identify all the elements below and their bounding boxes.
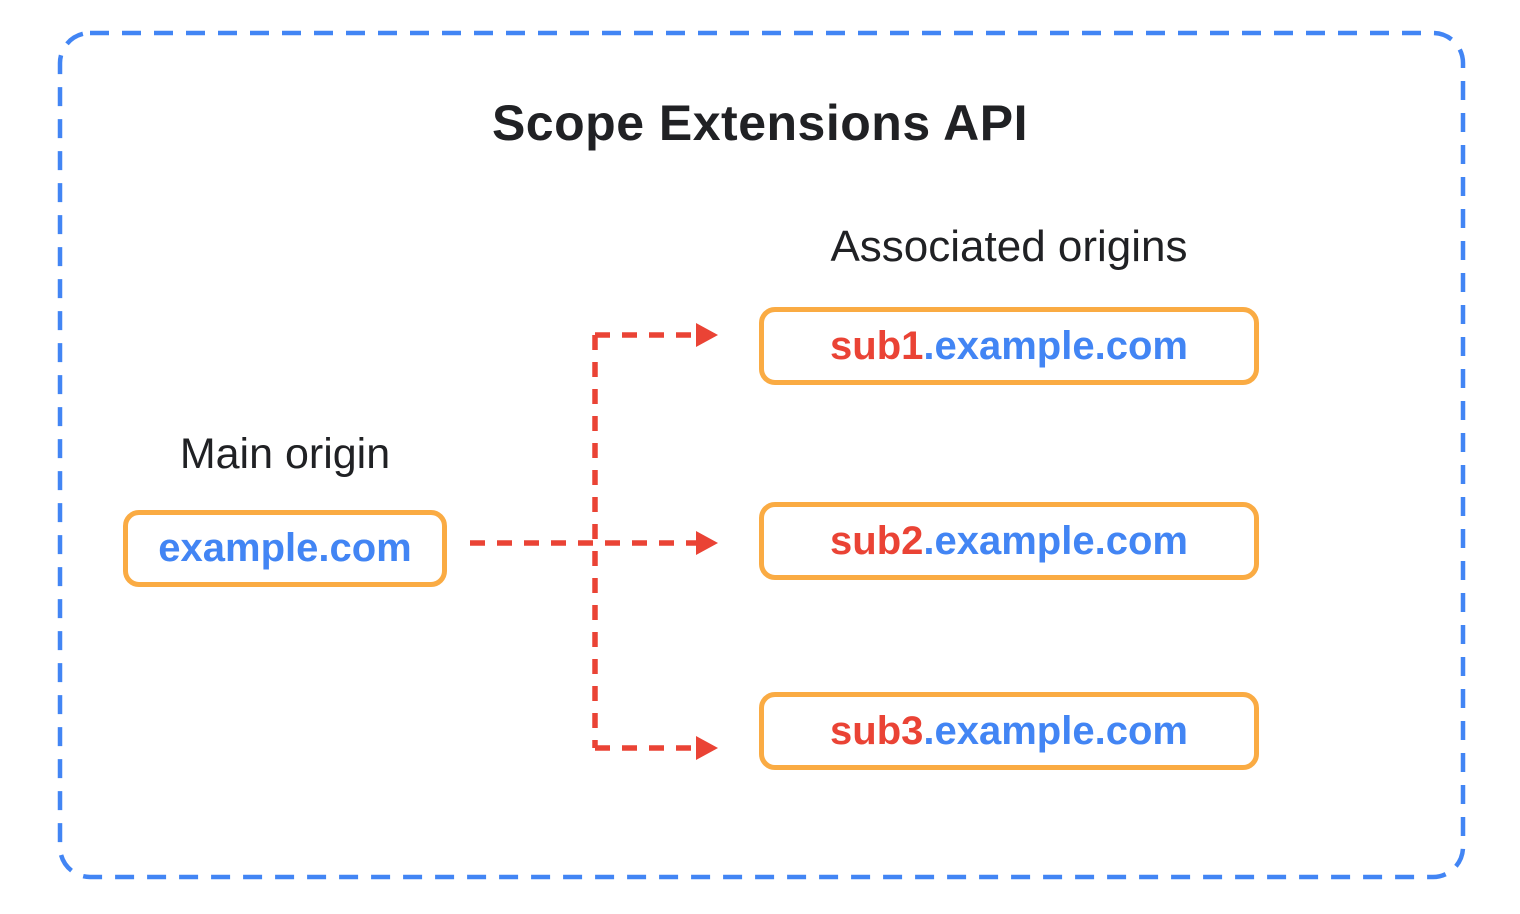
arrowhead-sub1 <box>696 323 718 347</box>
associated-origins-label: Associated origins <box>830 222 1188 271</box>
main-origin-label: Main origin <box>179 430 391 478</box>
arrow-main-to-sub2 <box>696 531 718 555</box>
associated-origin-box-sub2: sub2.example.com <box>759 502 1259 580</box>
main-origin-box: example.com <box>123 510 447 587</box>
associated-origin-box-sub3: sub3.example.com <box>759 692 1259 770</box>
arrow-main-to-sub1 <box>595 323 718 347</box>
sub1-prefix: sub1 <box>830 323 924 368</box>
sub3-suffix: .example.com <box>923 708 1188 753</box>
arrowhead-sub2 <box>696 531 718 555</box>
arrow-main-to-sub3 <box>595 736 718 760</box>
arrow-trunk <box>470 335 696 748</box>
sub2-prefix: sub2 <box>830 518 924 563</box>
sub3-prefix: sub3 <box>830 708 924 753</box>
diagram-title: Scope Extensions API <box>491 95 1029 151</box>
main-origin-domain: example.com <box>158 526 412 570</box>
sub2-suffix: .example.com <box>923 518 1188 563</box>
arrowhead-sub3 <box>696 736 718 760</box>
outer-dashed-border <box>57 30 1466 880</box>
sub1-suffix: .example.com <box>923 323 1188 368</box>
associated-origin-box-sub1: sub1.example.com <box>759 307 1259 385</box>
